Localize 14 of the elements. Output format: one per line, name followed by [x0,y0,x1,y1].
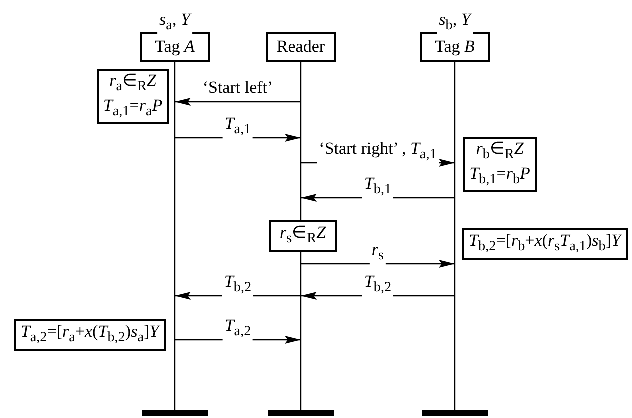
message-label: ‘Start right’ , T$_{a,1}$ [317,139,439,164]
computation-box: T$_{b,2}$=[r$_{b}$+x(r$_{s}$T$_{a,1}$)s$_{b}$]Y [462,228,628,260]
participant-box: Reader [266,32,336,62]
participant-box: Tag B [420,32,490,62]
message-arrow [301,260,455,268]
computation-box: T$_{a,2}$=[r$_{a}$+x(T$_{b,2}$)s$_{a}$]Y [14,319,166,351]
computation-box [97,69,169,124]
equation: r$_{b}$∈$_{R}$Z [476,139,524,164]
message-arrow [175,98,301,106]
equation: T$_{b,1}$=r$_{b}$P [470,164,530,190]
equation: T$_{a,1}$=r$_{a}$P [103,96,163,122]
equation: r$_{a}$∈$_{R}$Z [110,71,156,96]
participant-box: Tag A [140,32,210,62]
computation-box [463,137,537,192]
